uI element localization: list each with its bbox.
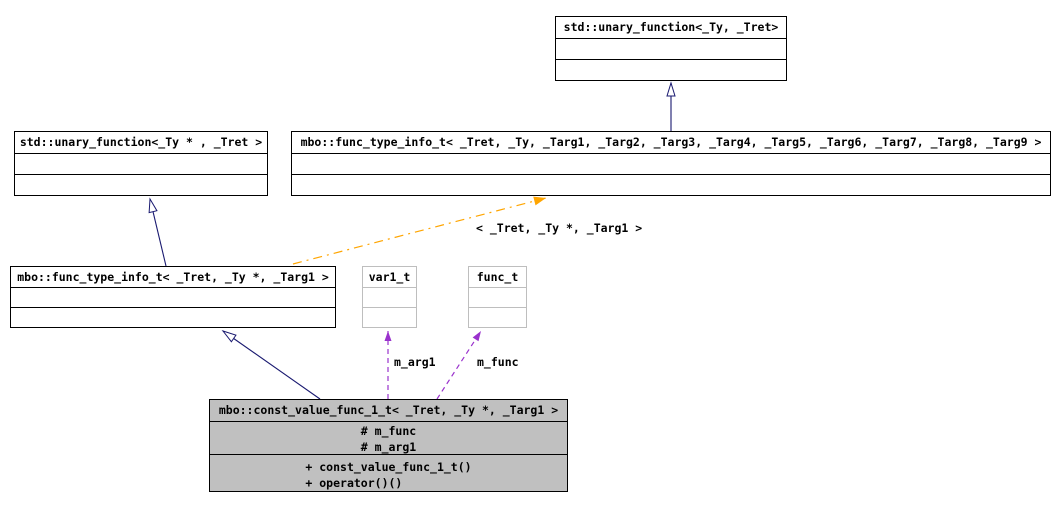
class-box-unary-function-ptr[interactable]: std::unary_function<_Ty * , _Tret > — [14, 131, 268, 196]
edge-label-m-func: m_func — [477, 355, 519, 369]
class-compartment-methods-empty — [556, 60, 786, 80]
class-title: var1_t — [363, 267, 416, 288]
class-box-func-type-info-spec[interactable]: mbo::func_type_info_t< _Tret, _Ty *, _Ta… — [10, 266, 336, 328]
class-compartment-attributes: # m_func # m_arg1 — [210, 422, 567, 455]
attribute-m-func: # m_func — [360, 424, 417, 438]
class-box-unary-function[interactable]: std::unary_function<_Ty, _Tret> — [555, 16, 787, 81]
class-box-var1-t: var1_t — [362, 266, 417, 328]
class-compartment-methods: + const_value_func_1_t() + operator()() — [210, 455, 567, 491]
attribute-m-arg1: # m_arg1 — [360, 440, 417, 454]
class-box-func-type-info-general[interactable]: mbo::func_type_info_t< _Tret, _Ty, _Targ… — [291, 131, 1051, 196]
class-compartment-methods-empty — [292, 175, 1050, 195]
edge-usage-m-func — [436, 330, 482, 400]
class-box-func-t: func_t — [468, 266, 527, 328]
class-compartment-attributes-empty — [11, 288, 335, 308]
class-title: func_t — [469, 267, 526, 288]
class-title: std::unary_function<_Ty, _Tret> — [556, 17, 786, 39]
class-compartment-attributes-empty — [15, 154, 267, 175]
method-constructor: + const_value_func_1_t() — [305, 460, 472, 474]
class-title: mbo::func_type_info_t< _Tret, _Ty, _Targ… — [292, 132, 1050, 154]
class-compartment-methods-empty — [15, 175, 267, 195]
class-title: mbo::const_value_func_1_t< _Tret, _Ty *,… — [210, 400, 567, 422]
edge-label-m-arg1: m_arg1 — [394, 355, 436, 369]
edge-inheritance-constvalue-to-spec — [221, 330, 321, 400]
edge-label-template-args: < _Tret, _Ty *, _Targ1 > — [476, 221, 643, 235]
class-compartment-attributes-empty — [363, 288, 416, 308]
class-compartment-attributes-empty — [469, 288, 526, 308]
class-compartment-methods-empty — [363, 308, 416, 327]
class-title: mbo::func_type_info_t< _Tret, _Ty *, _Ta… — [11, 267, 335, 288]
class-compartment-attributes-empty — [556, 39, 786, 60]
method-operator-call: + operator()() — [305, 476, 403, 490]
class-compartment-attributes-empty — [292, 154, 1050, 175]
class-box-const-value-func-1-t: mbo::const_value_func_1_t< _Tret, _Ty *,… — [209, 399, 568, 492]
class-compartment-methods-empty — [469, 308, 526, 327]
class-title: std::unary_function<_Ty * , _Tret > — [15, 132, 267, 154]
edge-inheritance-spec-to-unaryfunction-ptr — [148, 197, 167, 267]
class-compartment-methods-empty — [11, 308, 335, 327]
